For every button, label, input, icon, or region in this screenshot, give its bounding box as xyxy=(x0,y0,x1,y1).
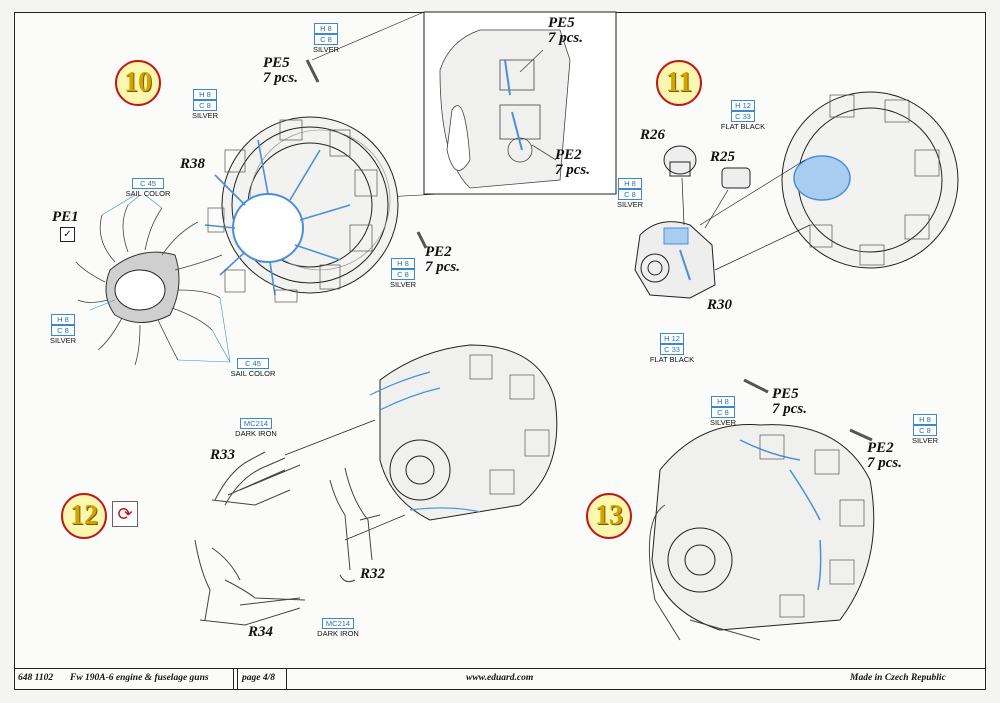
label-r38: R38 xyxy=(180,156,206,172)
step-badge-10: 10 xyxy=(115,60,161,106)
rotate-icon: ⟳ xyxy=(112,501,138,527)
engine-completed-step13 xyxy=(648,424,875,641)
exhaust-stack-r33 xyxy=(211,451,301,506)
engine-side-view-step12 xyxy=(284,344,558,541)
ignition-harness-plate-pe1 xyxy=(75,194,231,366)
magneto-r26 xyxy=(663,145,697,226)
footer-origin: Made in Czech Republic xyxy=(850,673,946,683)
exhaust-stack-r34 xyxy=(194,539,306,626)
engine-rear-view-step11 xyxy=(699,91,959,271)
label-r26: R26 xyxy=(640,127,666,143)
label-r30: R30 xyxy=(707,297,733,313)
page-footer: 648 1102 Fw 190A-6 engine & fuselage gun… xyxy=(14,668,986,689)
footer-divider xyxy=(286,669,287,689)
pe2-strip-marker-13 xyxy=(849,428,873,442)
step-badge-12: 12 xyxy=(61,493,107,539)
accessory-housing-r30 xyxy=(634,221,716,299)
label-r34: R34 xyxy=(248,624,274,640)
label-r25: R25 xyxy=(710,149,736,165)
step-badge-11: 11 xyxy=(656,60,702,106)
exhaust-stack-r32 xyxy=(329,467,381,583)
check-icon: ✓ xyxy=(60,227,75,242)
footer-divider xyxy=(233,669,234,689)
pe5-strip-marker xyxy=(305,59,320,83)
footer-website: www.eduard.com xyxy=(466,673,534,683)
label-pe1: PE1 xyxy=(52,209,79,225)
footer-product-code: 648 1102 xyxy=(18,673,54,683)
part-r25 xyxy=(704,167,751,229)
pe2-strip-marker xyxy=(416,231,428,249)
step-badge-13: 13 xyxy=(586,493,632,539)
footer-title: Fw 190A-6 engine & fuselage guns xyxy=(70,673,209,683)
pe5-strip-marker-13 xyxy=(743,378,769,394)
footer-page-number: page 4/8 xyxy=(242,673,275,683)
label-r32: R32 xyxy=(360,566,386,582)
footer-divider xyxy=(237,669,238,689)
engine-front-view-step10 xyxy=(204,116,399,303)
detail-cylinder-closeup xyxy=(439,29,571,189)
label-r33: R33 xyxy=(210,447,236,463)
